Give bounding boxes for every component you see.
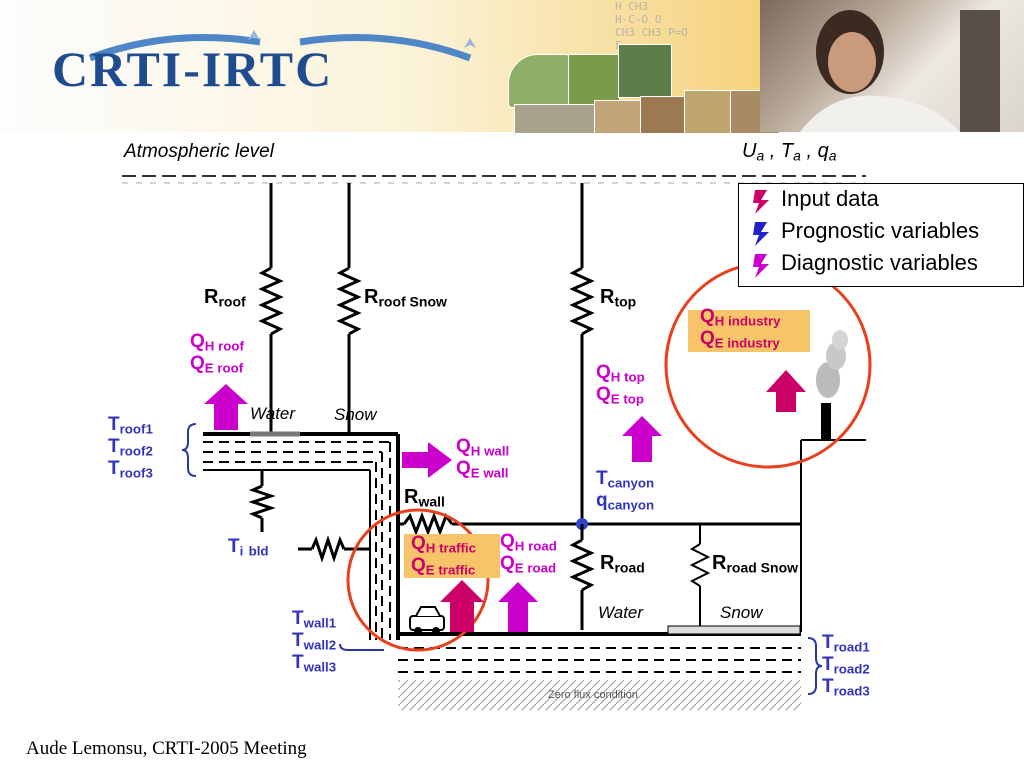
r-roof-label: Rroof	[204, 286, 246, 310]
t-bld-label: Ti bld	[228, 536, 269, 559]
road-slab	[398, 625, 801, 710]
wall-brace	[339, 643, 384, 651]
legend-box: Input data Prognostic variables Diagnost…	[738, 183, 1024, 287]
road-snow-label: Snow	[720, 603, 763, 622]
t-road2-label: Troad2	[822, 654, 870, 677]
qe-wall-label: QE wall	[456, 458, 509, 481]
industry-highlight-box	[688, 310, 810, 352]
wall-resistor	[398, 511, 801, 537]
arrow-magenta-icon	[753, 190, 769, 214]
r-roof-snow-label: Rroof Snow	[364, 286, 447, 310]
roof-snow-label: Snow	[334, 405, 377, 424]
atmospheric-level-label: Atmospheric level	[124, 141, 274, 162]
arrow-blue-icon	[753, 222, 769, 246]
car-icon	[409, 606, 445, 635]
forcing-variables-label: Ua , Ta , qa	[742, 140, 837, 164]
smoke-plume	[816, 330, 848, 398]
road-water-label: Water	[598, 603, 644, 622]
t-road1-label: Troad1	[822, 632, 870, 655]
road-brace	[807, 637, 823, 695]
arrow-purple-icon	[753, 254, 769, 278]
qh-road-label: QH road	[500, 531, 557, 554]
top-flux-arrow-icon	[622, 416, 662, 462]
qe-roof-label: QE roof	[190, 353, 244, 376]
crti-logo: CRTI-IRTC	[52, 41, 334, 97]
qh-wall-label: QH wall	[456, 436, 510, 459]
r-road-label: Rroad	[600, 552, 645, 576]
t-wall1-label: Twall1	[292, 608, 337, 631]
qe-traffic-label: QE traffic	[411, 555, 476, 578]
industry-input-arrow-icon	[766, 370, 806, 412]
zero-flux-label: Zero flux condition	[548, 689, 638, 701]
wall-slab	[369, 434, 400, 640]
roof-slab	[203, 431, 398, 471]
qh-top-label: QH top	[596, 362, 645, 385]
roof-brace	[181, 423, 197, 477]
photo-collage	[508, 40, 780, 134]
qh-roof-label: QH roof	[190, 331, 244, 354]
t-wall2-label: Twall2	[292, 630, 337, 653]
roof-water-label: Water	[250, 404, 296, 423]
road-resistor	[569, 524, 595, 630]
road-snow-resistor	[689, 524, 711, 628]
r-top-label: Rtop	[600, 286, 637, 310]
roof-flux-arrow-icon	[204, 384, 248, 430]
t-roof1-label: Troof1	[108, 414, 153, 437]
logo-swoosh-graphic	[88, 30, 476, 62]
right-building	[800, 403, 866, 632]
top-resistor	[569, 183, 595, 524]
t-canyon-label: Tcanyon	[596, 468, 655, 491]
roof-snow-resistor	[336, 183, 362, 432]
t-road3-label: Troad3	[822, 676, 870, 699]
footer-credit: Aude Lemonsu, CRTI-2005 Meeting	[26, 738, 307, 759]
qe-top-label: QE top	[596, 384, 645, 407]
q-canyon-label: qcanyon	[596, 490, 655, 513]
r-road-snow-label: Rroad Snow	[712, 552, 799, 576]
t-roof3-label: Troof3	[108, 458, 153, 481]
traffic-input-arrow-icon	[440, 580, 484, 632]
traffic-highlight-box	[404, 534, 500, 578]
traffic-highlight-circle	[346, 508, 490, 652]
qe-industry-label: QE industry	[700, 328, 780, 351]
qh-traffic-label: QH traffic	[411, 533, 477, 556]
t-roof2-label: Troof2	[108, 436, 153, 459]
r-wall-label: Rwall	[404, 486, 445, 510]
t-wall3-label: Twall3	[292, 652, 337, 675]
wall-flux-arrow-icon	[402, 442, 452, 478]
roof-resistor	[258, 183, 284, 432]
interior-resistors	[248, 470, 370, 563]
chemical-formula-graphic: H CH3 H-C-O O CH3 CH3 P=O F	[615, 0, 688, 52]
road-flux-arrow-icon	[498, 582, 538, 632]
qh-industry-label: QH industry	[700, 306, 781, 329]
scientist-photo	[760, 0, 1024, 132]
header-banner: CRTI-IRTC H CH3 H-C-O O CH3 CH3 P=O F	[0, 0, 1024, 134]
qe-road-label: QE road	[500, 553, 557, 576]
